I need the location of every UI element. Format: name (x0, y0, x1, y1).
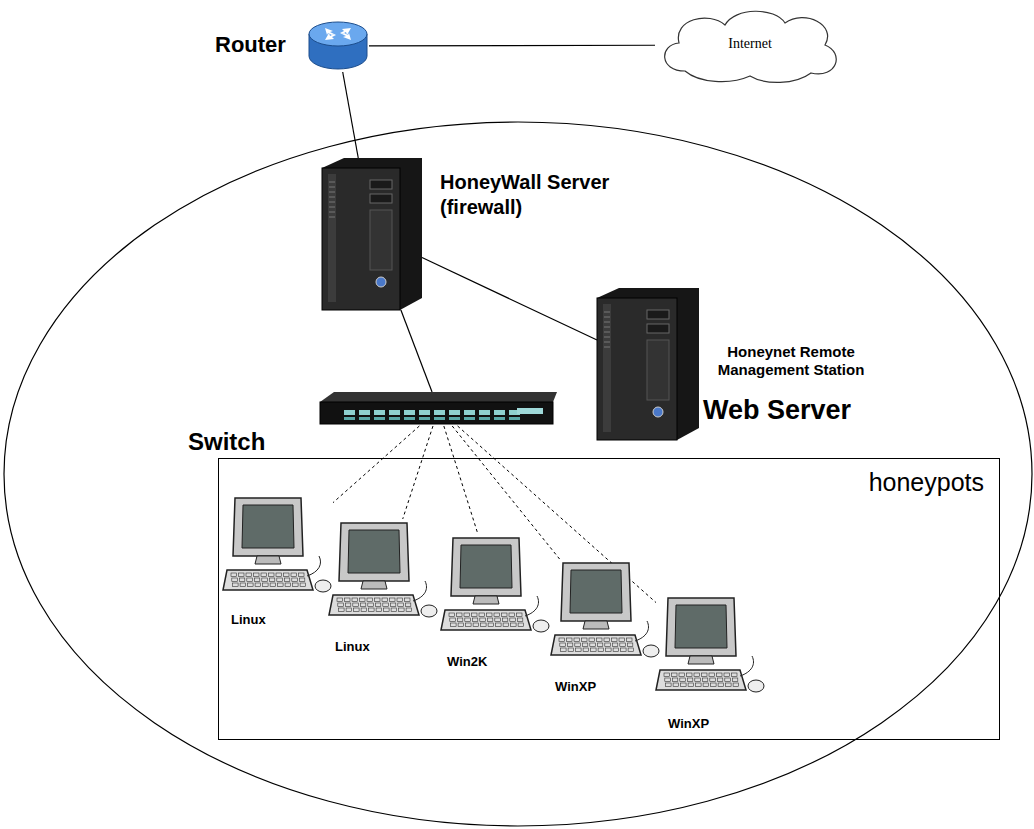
node-label: WinXP (555, 679, 596, 695)
node-label: Win2K (447, 654, 487, 670)
honeypot-pc: WinXP (551, 559, 663, 697)
node-label: Router (215, 32, 286, 58)
honeypot-pc: WinXP (656, 594, 768, 734)
computer-icon (441, 534, 551, 649)
node-label: WinXP (668, 716, 709, 732)
network-link (333, 426, 419, 503)
node-label: Linux (335, 639, 370, 655)
network-link (343, 72, 359, 158)
network-link (444, 426, 478, 534)
server-tower (322, 158, 422, 310)
computer-icon (656, 594, 766, 709)
node-label: Linux (231, 612, 266, 628)
computer-icon (551, 559, 661, 674)
honeywall-server: HoneyWall Server (firewall) (322, 158, 632, 312)
network-ellipse (4, 122, 1032, 826)
node-label: Web Server (703, 394, 851, 426)
honeypots-group: LinuxLinuxWin2KWinXPWinXPhoneypots (218, 458, 1000, 740)
network-link (401, 310, 432, 392)
server-tower (597, 288, 699, 440)
switch-icon (320, 392, 557, 426)
node-label: Switch (188, 428, 265, 457)
honeypot-pc: Linux (223, 494, 335, 630)
router-icon (307, 20, 369, 72)
network-link (369, 45, 655, 47)
web-server: Honeynet Remote Management StationWeb Se… (597, 288, 883, 442)
node-label: Honeynet Remote Management Station (701, 343, 881, 379)
computer-icon (329, 519, 439, 634)
network-switch: Switch (185, 392, 559, 459)
network-link (403, 426, 433, 519)
internet-cloud: Internet (655, 5, 847, 87)
node-label: honeypots (779, 467, 984, 497)
network-link (422, 258, 597, 340)
honeypot-pc: Win2K (441, 534, 553, 672)
router-node: Router (215, 18, 371, 74)
node-label: HoneyWall Server (firewall) (440, 170, 630, 220)
honeypot-pc: Linux (329, 519, 441, 657)
computer-icon (223, 494, 333, 609)
node-label: Internet (655, 36, 845, 53)
